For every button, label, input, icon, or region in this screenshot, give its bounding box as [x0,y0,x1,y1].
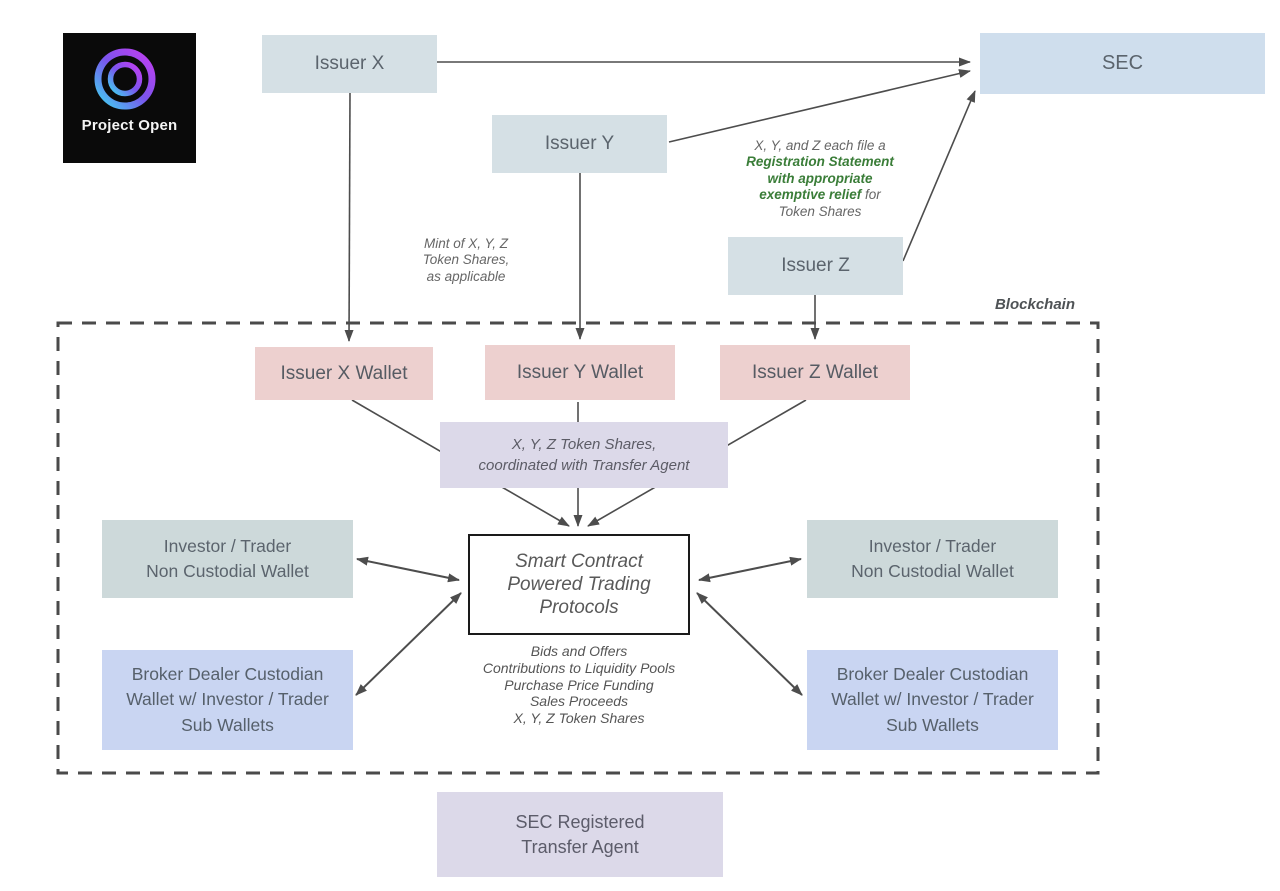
project-open-logo: Project Open [63,33,196,163]
issuer-x-wallet-node: Issuer X Wallet [255,347,433,400]
flow-item: Bids and Offers [530,643,628,659]
broker-line: Wallet w/ Investor / Trader [831,689,1034,710]
issuer-z-node: Issuer Z [728,237,903,295]
issuer-x-node: Issuer X [262,35,437,93]
registration-note-line: X, Y, and Z each file a [754,138,886,153]
sec-label: SEC [1101,52,1144,74]
issuer-z-wallet-label: Issuer Z Wallet [752,361,878,383]
registration-note-line: Registration Statement [746,154,894,170]
investor-line: Non Custodial Wallet [851,561,1014,581]
investor-trader-wallet-right-node: Investor / Trader Non Custodial Wallet [807,520,1058,598]
mint-note-line: as applicable [426,268,506,284]
broker-line: Broker Dealer Custodian [836,663,1029,684]
smart-contract-line: Protocols [539,597,619,619]
arrow-investor-left-smart-contract [356,556,460,583]
sec-node: SEC [980,33,1265,94]
investor-line: Investor / Trader [163,536,292,557]
blockchain-label: Blockchain [994,296,1075,313]
issuer-z-wallet-node: Issuer Z Wallet [720,345,910,400]
transfer-agent-node: SEC Registered Transfer Agent [437,792,723,877]
mint-note-line: Mint of X, Y, Z [423,236,509,251]
issuer-y-wallet-label: Issuer Y Wallet [516,361,644,383]
issuer-y-node: Issuer Y [492,115,667,173]
arrow-issuer-z-to-sec [902,90,976,262]
investor-line: Non Custodial Wallet [146,561,309,581]
flow-item: Purchase Price Funding [504,676,654,693]
broker-dealer-wallet-left-node: Broker Dealer Custodian Wallet w/ Invest… [102,650,353,750]
registration-note-gray: for [861,187,881,203]
broker-line: Sub Wallets [181,714,274,735]
issuer-z-label: Issuer Z [781,255,850,277]
issuer-x-wallet-label: Issuer X Wallet [280,362,408,384]
transfer-agent-line: Transfer Agent [521,836,639,857]
investor-line: Investor / Trader [868,536,997,557]
token-shares-node: X, Y, Z Token Shares, coordinated with T… [440,422,728,488]
arrow-investor-right-smart-contract [698,556,802,583]
registration-note-line: exemptive relief for [730,187,910,203]
registration-note: X, Y, and Z each file a Registration Sta… [730,138,910,220]
issuer-y-wallet-node: Issuer Y Wallet [485,345,675,400]
project-open-ring-icon [94,48,156,110]
flow-item: Contributions to Liquidity Pools [482,659,676,676]
mint-note-line: Token Shares, [422,252,510,268]
flow-item: X, Y, Z Token Shares [513,710,645,727]
broker-line: Broker Dealer Custodian [131,663,324,684]
smart-contract-node: Smart Contract Powered Trading Protocols [468,534,690,635]
token-shares-line: X, Y, Z Token Shares, [511,436,657,453]
logo-brand-text: Project Open [81,117,178,134]
registration-note-line: Token Shares [778,203,862,219]
arrow-issuer-x-to-wallet [344,92,354,342]
transfer-agent-line: SEC Registered [515,812,645,833]
arrow-broker-left-smart-contract [355,592,462,696]
issuer-x-label: Issuer X [314,53,385,75]
registration-note-green: exemptive relief [759,187,862,203]
broker-dealer-wallet-right-node: Broker Dealer Custodian Wallet w/ Invest… [807,650,1058,750]
investor-trader-wallet-left-node: Investor / Trader Non Custodial Wallet [102,520,353,598]
flow-item: Sales Proceeds [529,693,629,710]
issuer-y-label: Issuer Y [544,133,615,155]
smart-contract-line: Powered Trading [507,573,651,595]
broker-line: Wallet w/ Investor / Trader [126,689,329,710]
smart-contract-line: Smart Contract [515,550,643,572]
token-shares-line: coordinated with Transfer Agent [478,457,690,474]
arrow-issuer-y-to-sec [668,69,971,143]
registration-note-line: with appropriate [767,170,873,186]
mint-note: Mint of X, Y, Z Token Shares, as applica… [406,236,526,285]
broker-line: Sub Wallets [886,714,979,735]
smart-contract-flows: Bids and Offers Contributions to Liquidi… [448,643,710,727]
arrow-broker-right-smart-contract [696,592,803,696]
